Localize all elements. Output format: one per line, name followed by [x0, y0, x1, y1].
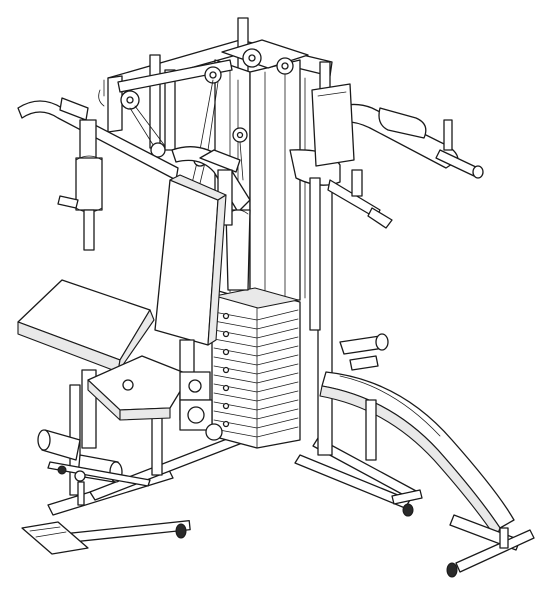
preacher-curl-pad: [17, 279, 155, 449]
weight-plate-edge: [213, 408, 299, 420]
leg-extension-rollers: [37, 429, 151, 506]
chest-press-arms: [57, 119, 393, 331]
lat-bar: [17, 97, 484, 181]
weight-plates: [213, 309, 299, 438]
weight-pin-hole: [222, 348, 230, 356]
backrest-pad-upper: [311, 83, 355, 167]
weight-pin-hole: [222, 384, 230, 392]
weight-plate-edge: [213, 426, 299, 438]
top-pulley-frame: [98, 59, 233, 133]
weight-pin-hole: [222, 402, 230, 410]
weight-pin-hole: [222, 330, 230, 338]
weight-pin-hole: [222, 366, 230, 374]
weight-plate-edge: [213, 354, 299, 366]
weight-plate-edge: [213, 336, 299, 348]
weight-pin-hole: [222, 420, 230, 428]
seat: [87, 355, 223, 441]
foot-plate: [21, 521, 89, 555]
weight-plate-edge: [213, 318, 299, 330]
weight-plate-edge: [213, 390, 299, 402]
weight-pin-hole: [222, 312, 230, 320]
sit-up-bench: [319, 333, 535, 578]
weight-plate-edge: [213, 372, 299, 384]
